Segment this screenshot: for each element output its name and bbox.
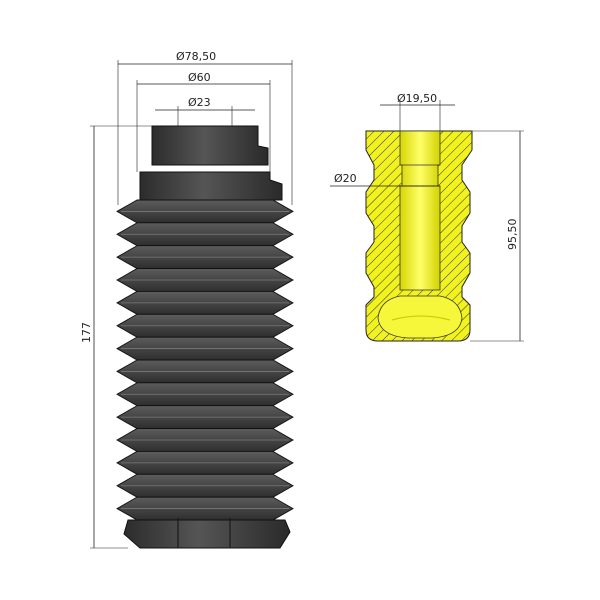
boot-dimensions: Ø78,50 Ø60 Ø23 177 bbox=[80, 50, 293, 549]
dim-top-bore: Ø19,50 bbox=[397, 92, 437, 105]
dim-outer-diameter: Ø78,50 bbox=[176, 50, 216, 63]
boot-top-collar bbox=[151, 125, 269, 166]
boot-upper-step bbox=[139, 171, 283, 201]
dim-bumper-height: 95,50 bbox=[506, 219, 519, 251]
bumper-bottom-cavity bbox=[377, 295, 463, 339]
dim-top-diameter: Ø23 bbox=[188, 96, 211, 109]
dust-boot bbox=[116, 125, 294, 549]
dim-inner-bore: Ø20 bbox=[334, 172, 357, 185]
dim-boot-height: 177 bbox=[80, 322, 93, 343]
bumper-bore bbox=[399, 130, 441, 291]
bumper-cavity-highlight bbox=[391, 315, 451, 321]
bumper-dimensions: Ø19,50 Ø20 95,50 bbox=[330, 92, 524, 342]
boot-base bbox=[123, 519, 291, 549]
dim-inner-diameter: Ø60 bbox=[188, 71, 211, 84]
bump-stop-section bbox=[365, 130, 473, 342]
boot-bellows bbox=[116, 199, 294, 521]
